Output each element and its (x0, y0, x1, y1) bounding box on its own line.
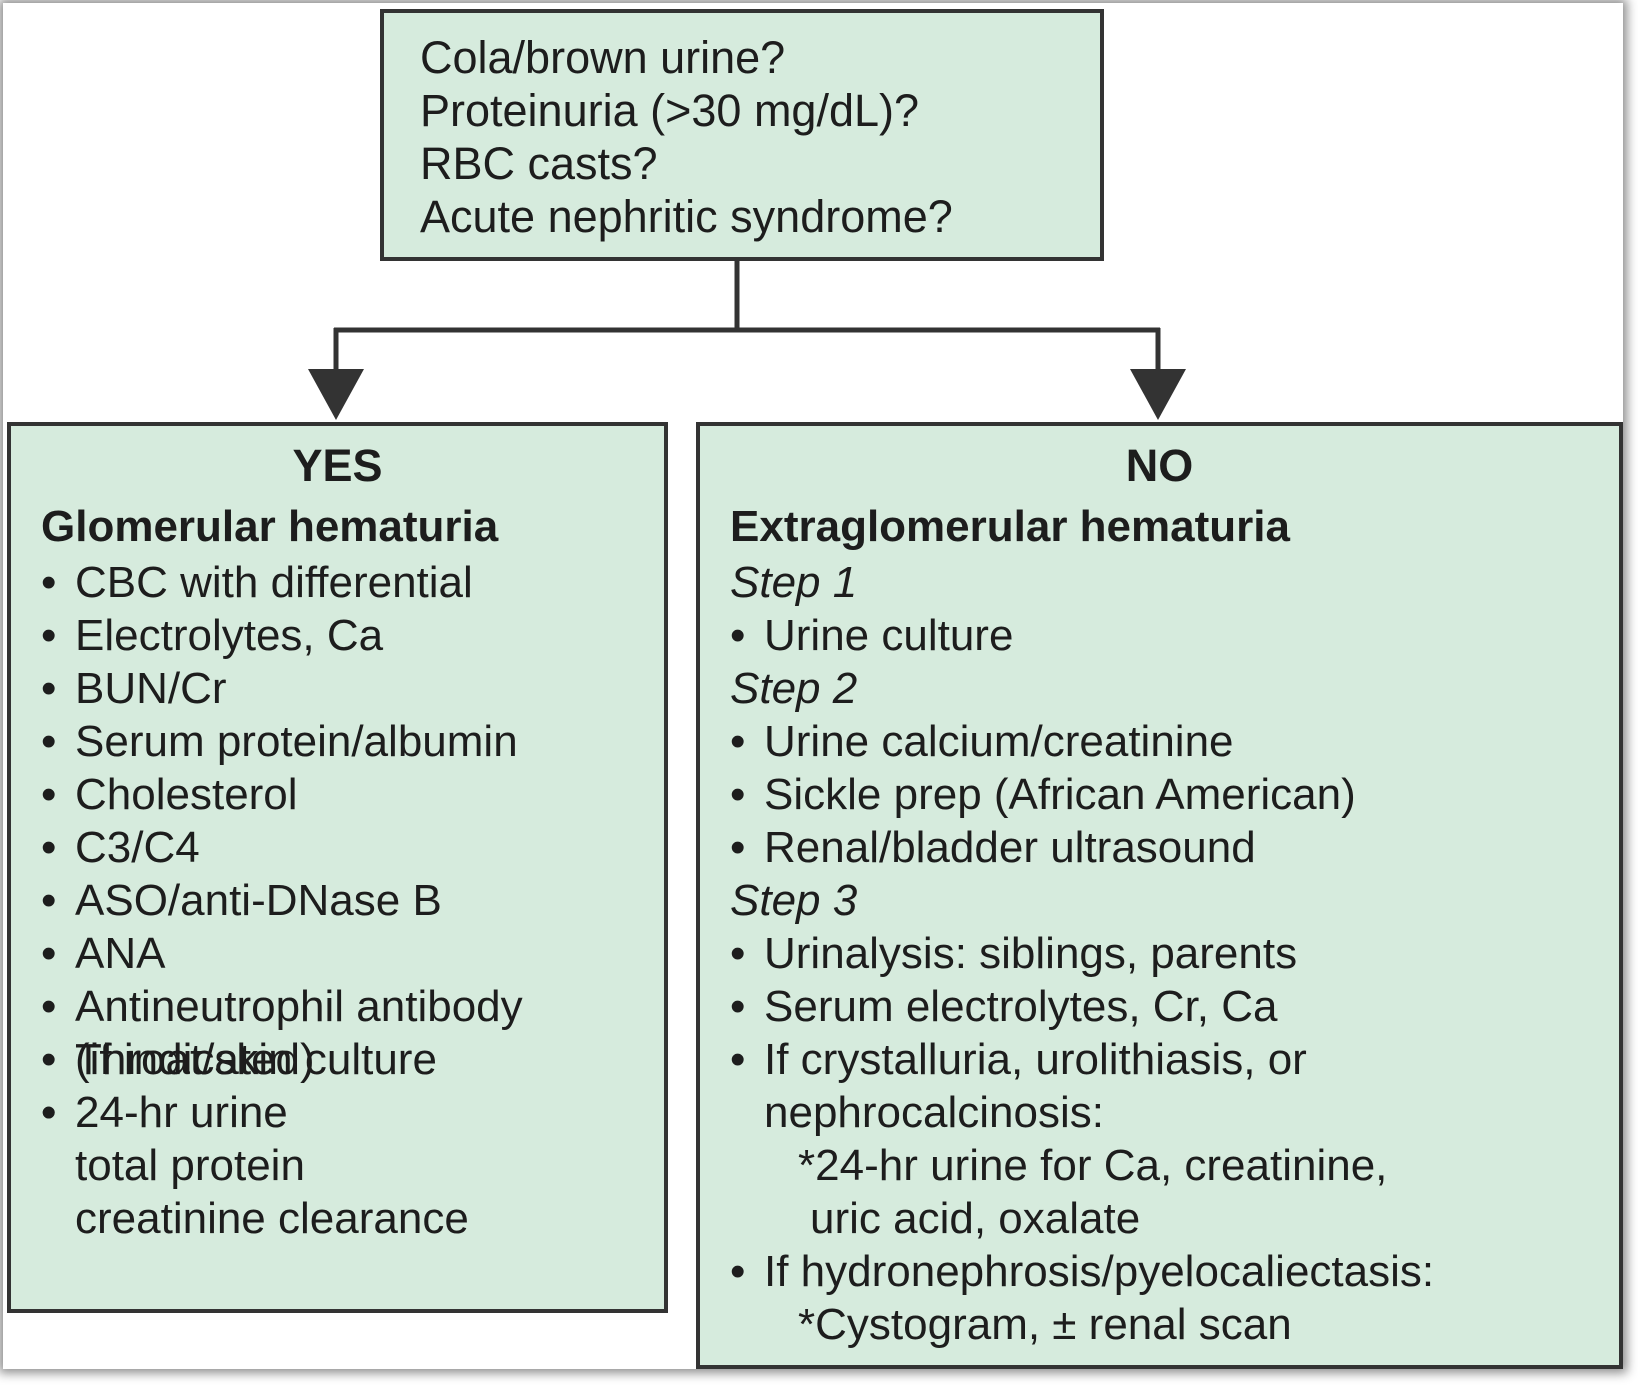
no-label: NO (1125, 440, 1194, 491)
no-arrowhead (1130, 369, 1186, 420)
list-item-note: creatinine clearance (75, 1194, 469, 1243)
step-2-label: Step 2 (730, 664, 858, 713)
list-item-note: total protein (75, 1141, 305, 1190)
step-3-list: Urinalysis: siblings, parents Serum elec… (730, 927, 1619, 1351)
list-item: CBC with differential (41, 556, 664, 609)
list-item: Urine calcium/creatinine (730, 715, 1619, 768)
list-item: If crystalluria, urolithiasis, or (730, 1033, 1619, 1086)
list-item: Electrolytes, Ca (41, 609, 664, 662)
list-item: Urine culture (730, 609, 1619, 662)
list-item: Sickle prep (African American) (730, 768, 1619, 821)
list-item: Cholesterol (41, 768, 664, 821)
question-line: Proteinuria (>30 mg/dL)? (420, 85, 920, 136)
list-item: ANA (41, 927, 664, 980)
flowchart-page: Cola/brown urine? Proteinuria (>30 mg/dL… (3, 3, 1623, 1369)
question-box: Cola/brown urine? Proteinuria (>30 mg/dL… (380, 9, 1104, 261)
glomerular-title: Glomerular hematuria (41, 502, 499, 551)
yes-arrowhead (308, 369, 364, 420)
list-item: Renal/bladder ultrasound (730, 821, 1619, 874)
list-item: ASO/anti-DNase B (41, 874, 664, 927)
question-line: Cola/brown urine? (420, 32, 786, 83)
question-line: RBC casts? (420, 138, 658, 189)
step-3-label: Step 3 (730, 876, 858, 925)
list-item: C3/C4 (41, 821, 664, 874)
list-item: Antineutrophil antibody (41, 980, 664, 1033)
list-item-note: *24-hr urine for Ca, creatinine, (798, 1141, 1388, 1190)
yes-box: YES Glomerular hematuria CBC with differ… (7, 422, 668, 1313)
list-item-note: *Cystogram, ± renal scan (798, 1300, 1292, 1349)
list-item: Urinalysis: siblings, parents (730, 927, 1619, 980)
list-item: BUN/Cr (41, 662, 664, 715)
list-item-note: uric acid, oxalate (810, 1194, 1141, 1243)
list-item: Serum protein/albumin (41, 715, 664, 768)
list-item: Throat/skin culture (41, 1033, 664, 1086)
yes-label: YES (292, 440, 383, 491)
list-item: Serum electrolytes, Cr, Ca (730, 980, 1619, 1033)
no-box: NO Extraglomerular hematuria Step 1 Urin… (696, 422, 1623, 1369)
list-item: If hydronephrosis/pyelocaliectasis: (730, 1245, 1619, 1298)
question-line: Acute nephritic syndrome? (420, 191, 953, 242)
extraglomerular-title: Extraglomerular hematuria (730, 502, 1290, 551)
list-item-continuation: nephrocalcinosis: (764, 1088, 1104, 1137)
step-1-list: Urine culture (730, 609, 1619, 662)
step-2-list: Urine calcium/creatinine Sickle prep (Af… (730, 715, 1619, 874)
step-1-label: Step 1 (730, 558, 858, 607)
branch-connector (308, 261, 1186, 420)
glomerular-list: CBC with differential Electrolytes, Ca B… (41, 556, 664, 1086)
list-item: 24-hr urine (41, 1086, 664, 1139)
